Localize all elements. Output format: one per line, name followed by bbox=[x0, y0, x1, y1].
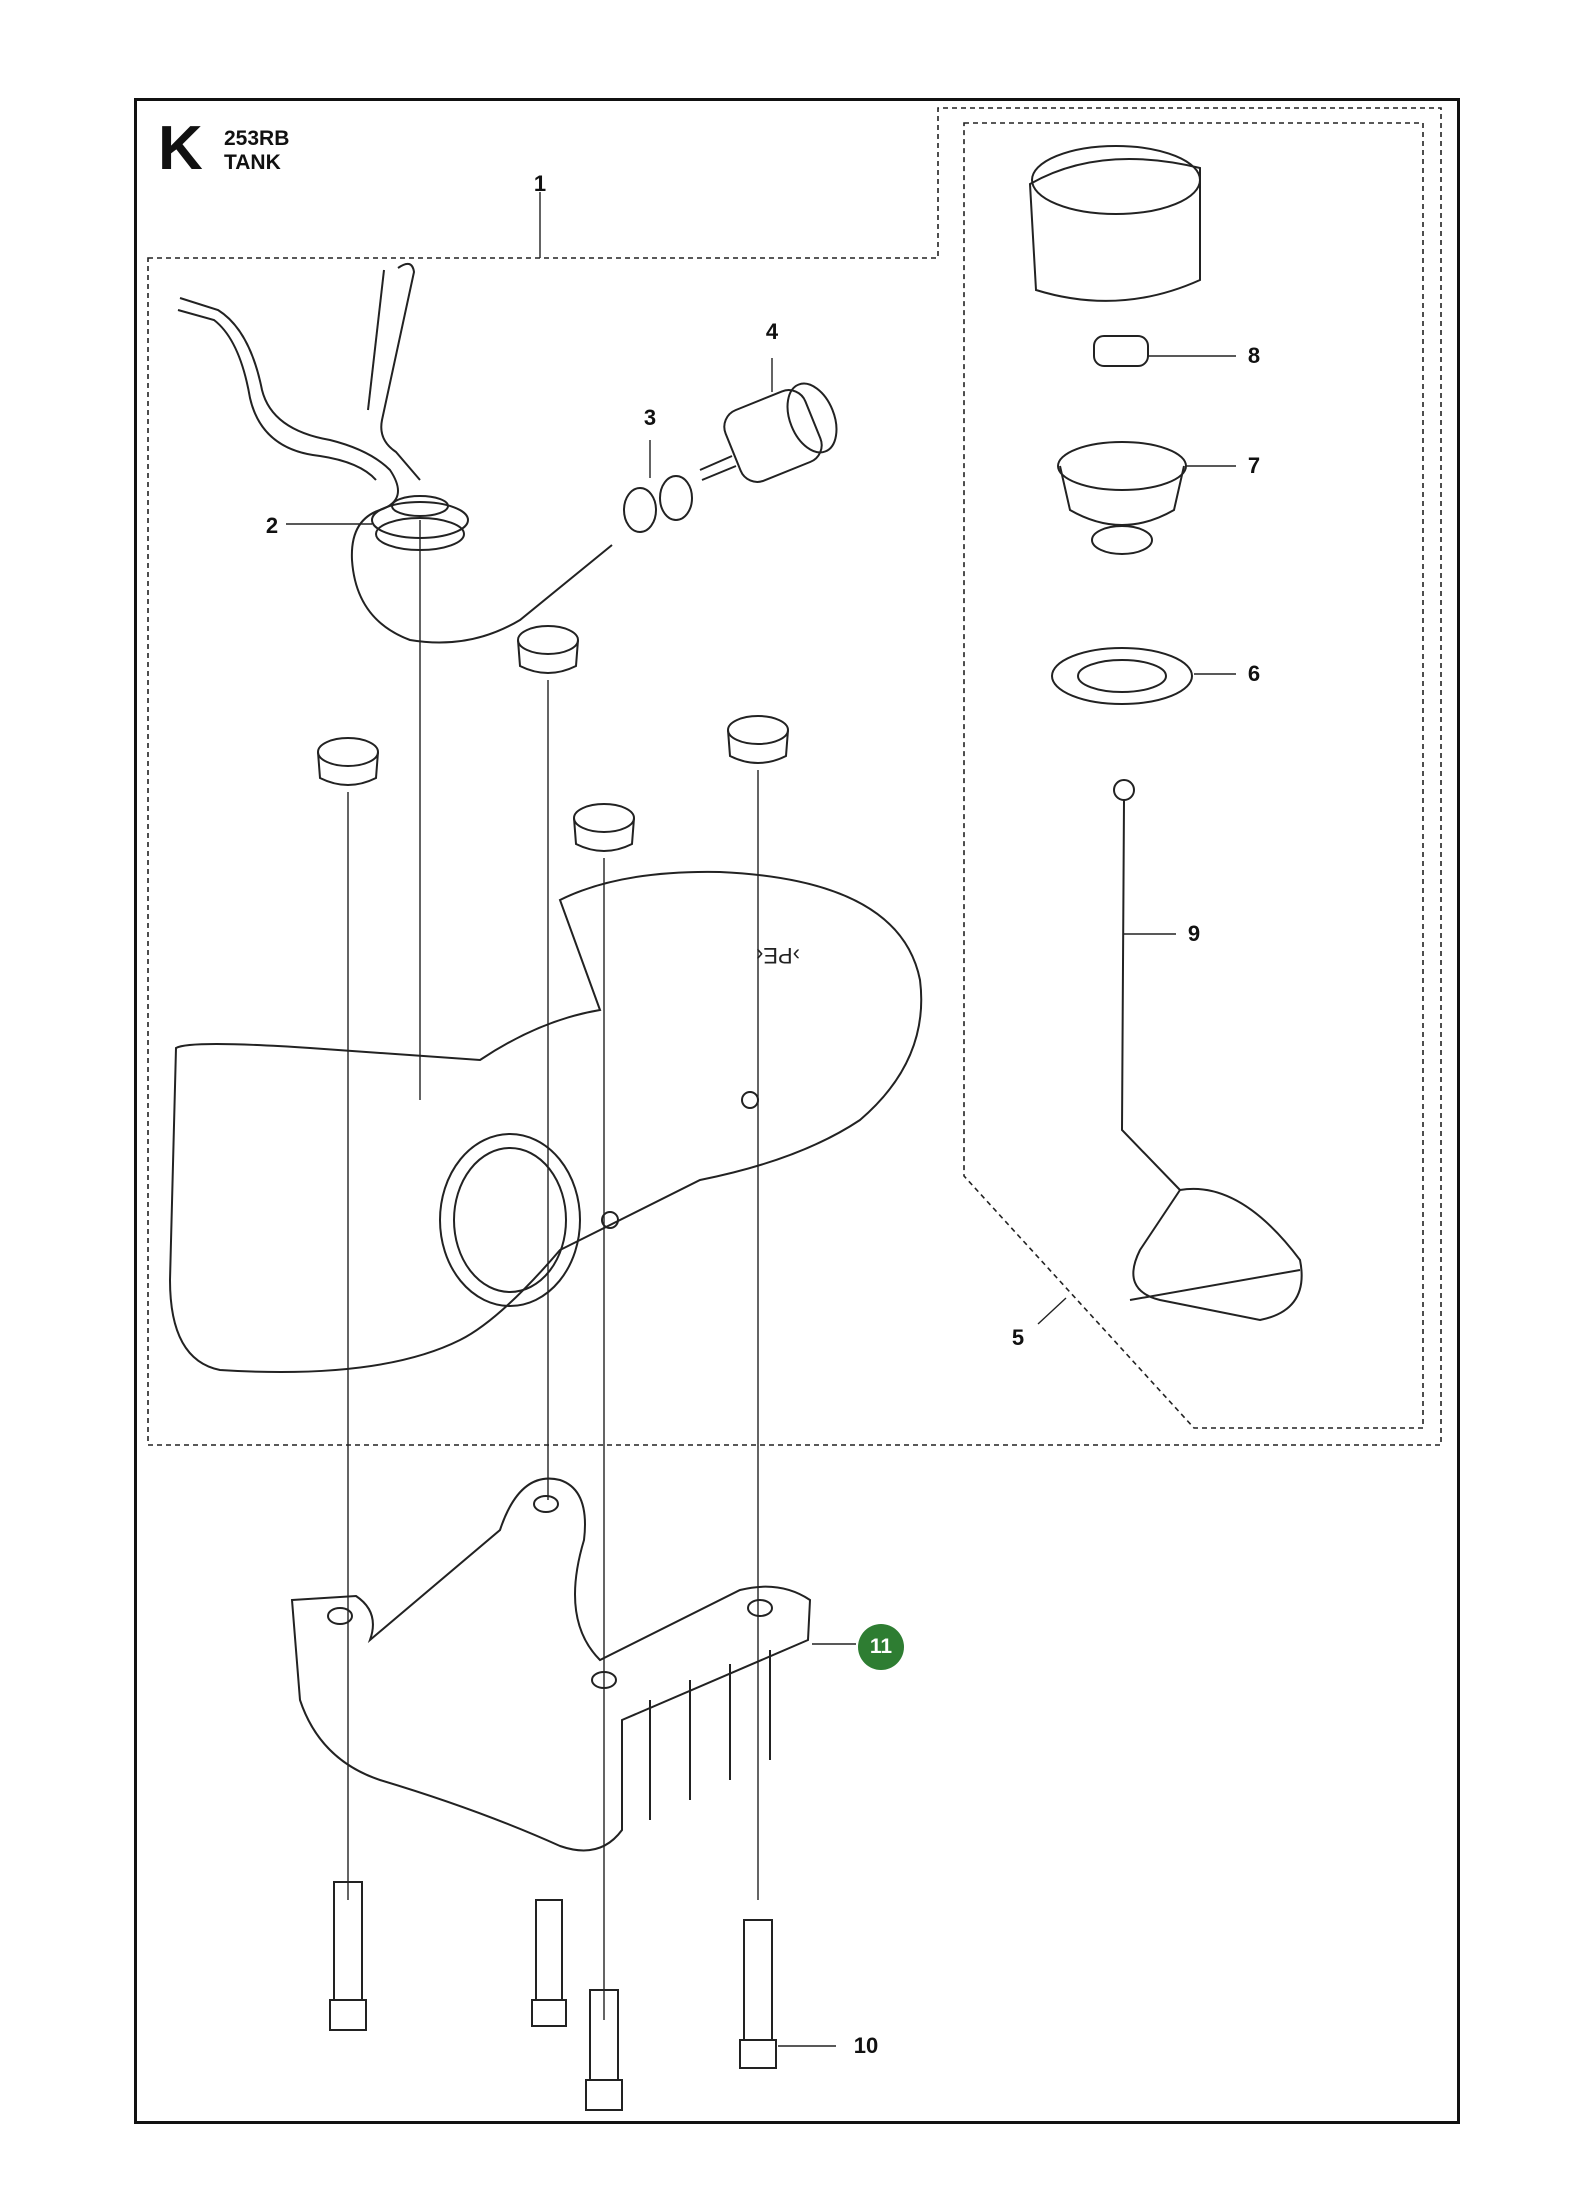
cap-gasket bbox=[1093, 335, 1149, 367]
damper-3 bbox=[573, 803, 635, 833]
assembly-1-boundary bbox=[147, 107, 1442, 1446]
callout-11-badge: 11 bbox=[858, 1624, 904, 1670]
callout-1: 1 bbox=[533, 171, 547, 196]
strap-handle bbox=[1132, 1187, 1303, 1322]
fuel-tank bbox=[168, 870, 923, 1373]
damper-4 bbox=[727, 715, 789, 745]
callout-8: 8 bbox=[1247, 343, 1261, 368]
fuel-cap bbox=[1028, 158, 1201, 302]
damper-1 bbox=[317, 737, 379, 767]
tank-marking: ›PE‹ bbox=[756, 943, 800, 968]
model-name: 253RB bbox=[224, 127, 290, 150]
screw-2 bbox=[531, 1899, 567, 2027]
pipe-sleeve bbox=[623, 487, 657, 533]
cap-seal bbox=[1057, 441, 1187, 491]
callout-7: 7 bbox=[1247, 453, 1261, 478]
assembly-5-boundary bbox=[963, 122, 1424, 1429]
screw-1 bbox=[329, 1881, 367, 2031]
damper-2 bbox=[517, 625, 579, 655]
screw-3 bbox=[585, 1989, 623, 2111]
tank-bracket bbox=[290, 1477, 812, 1852]
callout-4: 4 bbox=[765, 319, 779, 344]
cap-washer bbox=[1051, 647, 1193, 705]
fuel-pickup-strap bbox=[1120, 799, 1181, 1191]
section-letter: K bbox=[158, 114, 203, 183]
section-title: TANK bbox=[224, 151, 281, 174]
callout-10: 10 bbox=[853, 2033, 879, 2058]
callout-2: 2 bbox=[265, 513, 279, 538]
callout-5: 5 bbox=[1011, 1325, 1025, 1350]
screw-4 bbox=[739, 1919, 777, 2069]
callout-3: 3 bbox=[643, 405, 657, 430]
vent-pipe bbox=[380, 262, 421, 481]
callout-6: 6 bbox=[1247, 661, 1261, 686]
filler-neck bbox=[439, 1133, 581, 1307]
fuel-pipe bbox=[179, 297, 613, 644]
fuel-filter bbox=[723, 389, 823, 483]
page-frame bbox=[134, 98, 1460, 2124]
callout-9: 9 bbox=[1187, 921, 1201, 946]
